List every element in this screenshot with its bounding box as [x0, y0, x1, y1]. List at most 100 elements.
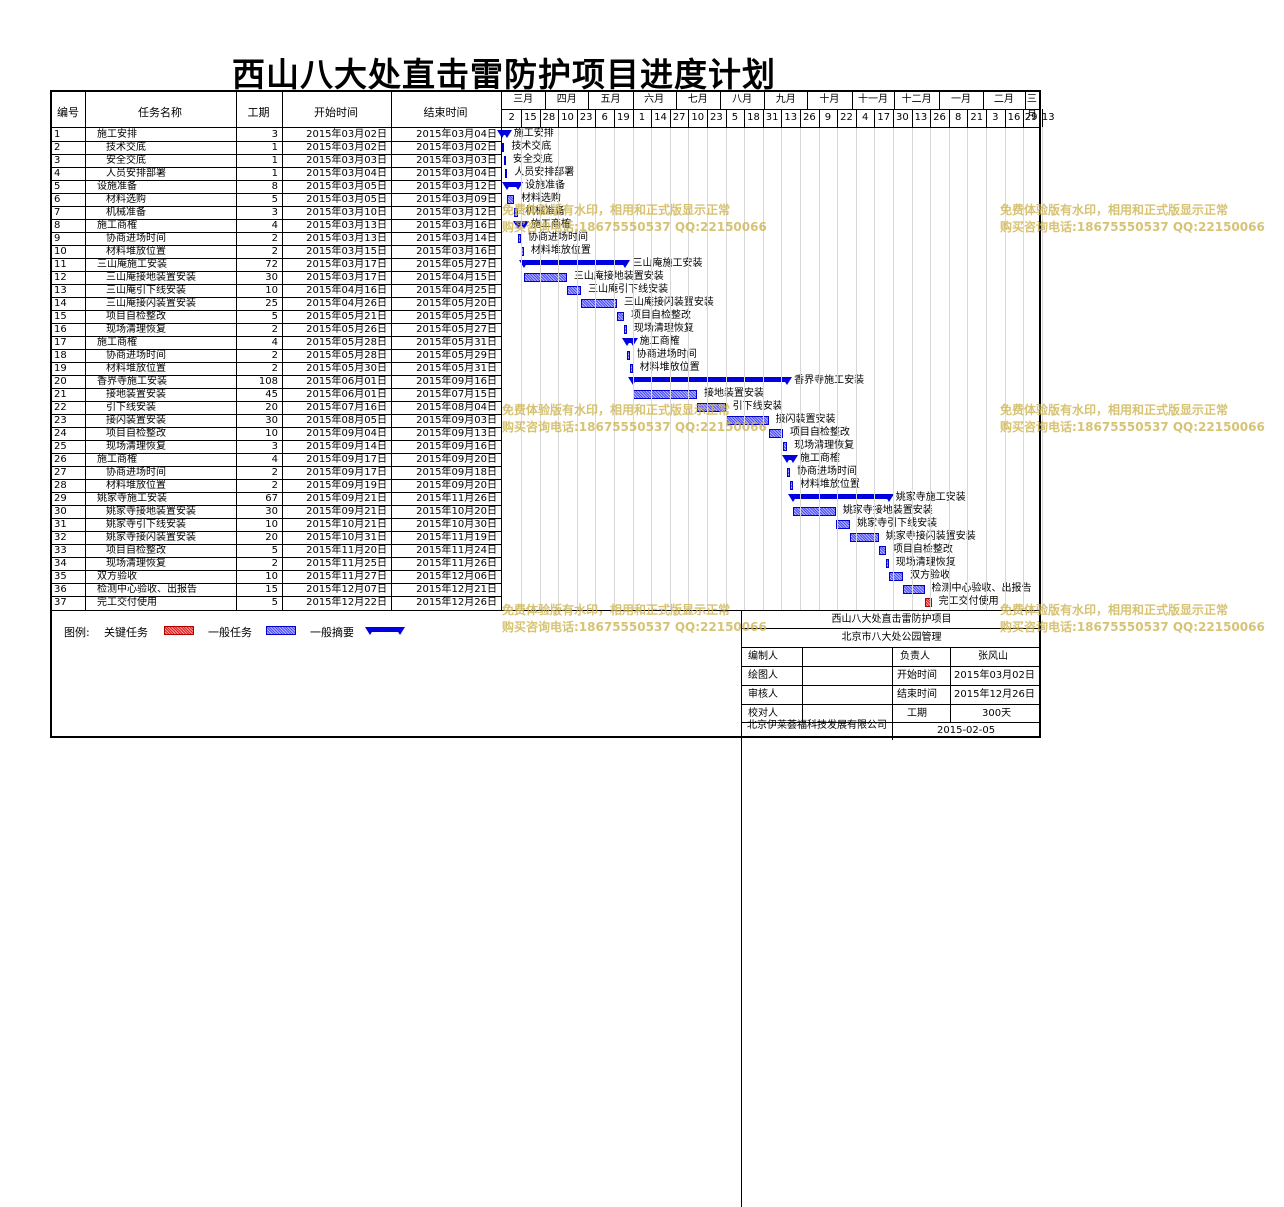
task-duration: 2: [271, 467, 278, 478]
month-label: 一月: [951, 94, 971, 105]
task-start: 2015年03月10日: [306, 207, 387, 218]
task-name: 材料堆放位置: [106, 246, 166, 257]
task-name: 材料堆放位置: [106, 480, 166, 491]
task-end: 2015年03月12日: [416, 181, 497, 192]
tb-line: [741, 628, 1039, 629]
task-end: 2015年03月16日: [416, 220, 497, 231]
task-bar: [624, 325, 627, 334]
task-bar: [790, 481, 793, 490]
chart-gridline: [874, 127, 875, 610]
tb-owner: 张风山: [978, 651, 1008, 662]
task-start: 2015年11月20日: [306, 545, 387, 556]
task-id: 30: [54, 506, 67, 517]
task-start: 2015年12月22日: [306, 597, 387, 608]
task-duration: 10: [265, 285, 278, 296]
row-divider: [52, 414, 501, 415]
month-label: 三月: [1026, 94, 1037, 121]
day-label: 8: [954, 112, 962, 123]
task-end: 2015年04月25日: [416, 285, 497, 296]
task-duration: 3: [271, 207, 278, 218]
month-label: 二月: [993, 94, 1014, 105]
task-duration: 72: [265, 259, 278, 270]
task-duration: 1: [271, 155, 278, 166]
task-end: 2015年05月25日: [416, 311, 497, 322]
day-label: 31: [765, 112, 779, 123]
task-name: 协商进场时间: [106, 467, 166, 478]
task-id: 24: [54, 428, 67, 439]
day-label: 26: [933, 112, 946, 123]
chart-gridline: [930, 127, 931, 610]
tb-drawer-label: 绘图人: [748, 670, 778, 681]
task-duration: 45: [265, 389, 278, 400]
row-divider: [52, 375, 501, 376]
day-label: 28: [542, 112, 556, 123]
task-name: 人员安排部署: [106, 168, 166, 179]
task-end: 2015年11月24日: [416, 545, 497, 556]
summary-bar: [501, 182, 524, 190]
day-label: 6: [601, 112, 608, 123]
task-start: 2015年05月28日: [306, 350, 387, 361]
task-id: 19: [54, 363, 67, 374]
bar-label: 三山庵施工安装: [632, 258, 703, 269]
day-label: 22: [840, 112, 853, 123]
task-id: 10: [54, 246, 67, 257]
bar-label: 项目自检整改: [892, 544, 953, 555]
task-duration: 2: [271, 363, 278, 374]
row-divider: [52, 401, 501, 402]
task-duration: 4: [271, 454, 278, 465]
chart-gridline: [614, 127, 615, 610]
watermark-4a: 免费体验版有水印，相用和正式版显示正常: [1000, 403, 1229, 417]
day-label: 19: [616, 112, 630, 123]
row-divider: [52, 349, 501, 350]
legend-summary-swatch: [365, 627, 405, 635]
tb-reviewer-label: 审核人: [748, 689, 778, 700]
day-divider: [893, 109, 894, 127]
day-divider: [726, 109, 727, 127]
task-bar: [885, 559, 889, 568]
task-end: 2015年05月31日: [416, 363, 497, 374]
task-end: 2015年09月16日: [416, 441, 497, 452]
bar-label: 材料堆放位置: [640, 362, 700, 374]
day-divider: [651, 109, 652, 127]
task-start: 2015年03月05日: [306, 181, 387, 192]
task-start: 2015年03月04日: [306, 168, 387, 179]
task-name: 接地装置安装: [106, 389, 166, 400]
month-label: 五月: [600, 94, 621, 105]
header-end: 结束时间: [423, 106, 468, 119]
task-end: 2015年12月21日: [416, 584, 497, 595]
watermark-4b: 购买咨询电话:18675550537 QQ:22150066: [1000, 420, 1265, 434]
task-start: 2015年09月14日: [306, 441, 387, 452]
task-start: 2015年03月17日: [306, 272, 387, 283]
bar-label: 施工商榷: [530, 219, 571, 230]
task-name: 姚家寺接闪装置安装: [106, 532, 196, 543]
watermark-2b: 购买咨询电话:18675550537 QQ:22150066: [1000, 220, 1265, 234]
task-start: 2015年03月13日: [306, 233, 387, 244]
legend-critical-label: 关键任务: [104, 626, 148, 639]
day-label: 17: [877, 112, 891, 123]
task-duration: 20: [265, 402, 278, 413]
bar-label: 现场清理恢复: [794, 440, 855, 451]
task-id: 15: [54, 311, 67, 322]
task-bar: [513, 208, 519, 217]
row-divider: [52, 492, 501, 493]
task-id: 37: [54, 597, 67, 608]
watermark-1b: 购买咨询电话:18675550537 QQ:22150066: [502, 220, 767, 234]
bar-label: 技术交底: [511, 141, 552, 152]
task-name: 材料堆放位置: [106, 363, 166, 374]
task-start: 2015年11月27日: [306, 571, 387, 582]
chart-gridline: [781, 127, 782, 610]
chart-gridline: [1042, 127, 1043, 610]
task-id: 26: [54, 454, 67, 465]
task-end: 2015年03月12日: [416, 207, 497, 218]
task-start: 2015年06月01日: [306, 376, 387, 387]
task-end: 2015年08月04日: [416, 402, 497, 413]
task-id: 18: [54, 350, 67, 361]
watermark-2a: 免费体验版有水印，相用和正式版显示正常: [1000, 203, 1229, 217]
task-id: 7: [54, 207, 61, 218]
task-bar: [518, 234, 522, 243]
tb-line: [741, 610, 1039, 611]
task-duration: 20: [265, 532, 278, 543]
day-label: 15: [523, 112, 537, 123]
month-divider: [588, 92, 589, 109]
day-divider: [614, 109, 615, 127]
